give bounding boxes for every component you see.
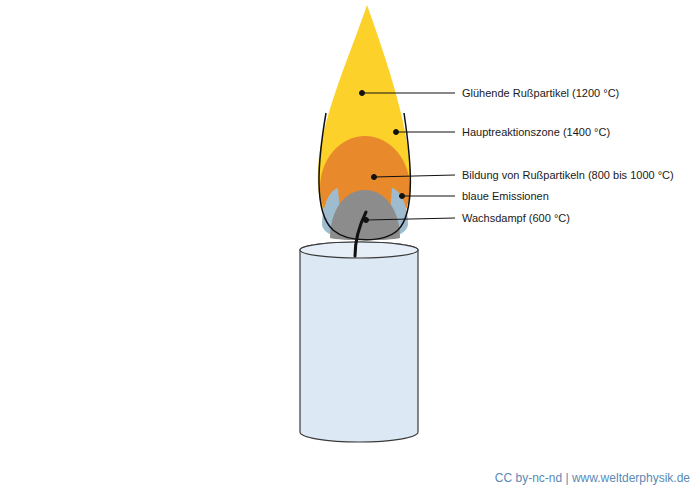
- callout-label: Glühende Rußpartikel (1200 °C): [462, 86, 619, 100]
- candle-top: [300, 242, 418, 258]
- leader-lines: [360, 91, 456, 223]
- callout-label: Hauptreaktionszone (1400 °C): [462, 125, 610, 139]
- candle-body: [300, 242, 418, 442]
- soot-formation-zone: [320, 136, 410, 240]
- callout-label: Bildung von Rußpartikeln (800 bis 1000 °…: [462, 168, 674, 182]
- callout-label: Wachsdampf (600 °C): [462, 211, 570, 225]
- outer-flame: [318, 5, 411, 240]
- callout-label: blaue Emissionen: [462, 189, 549, 203]
- watermark: CC by-nc-nd | www.weltderphysik.de: [495, 471, 690, 485]
